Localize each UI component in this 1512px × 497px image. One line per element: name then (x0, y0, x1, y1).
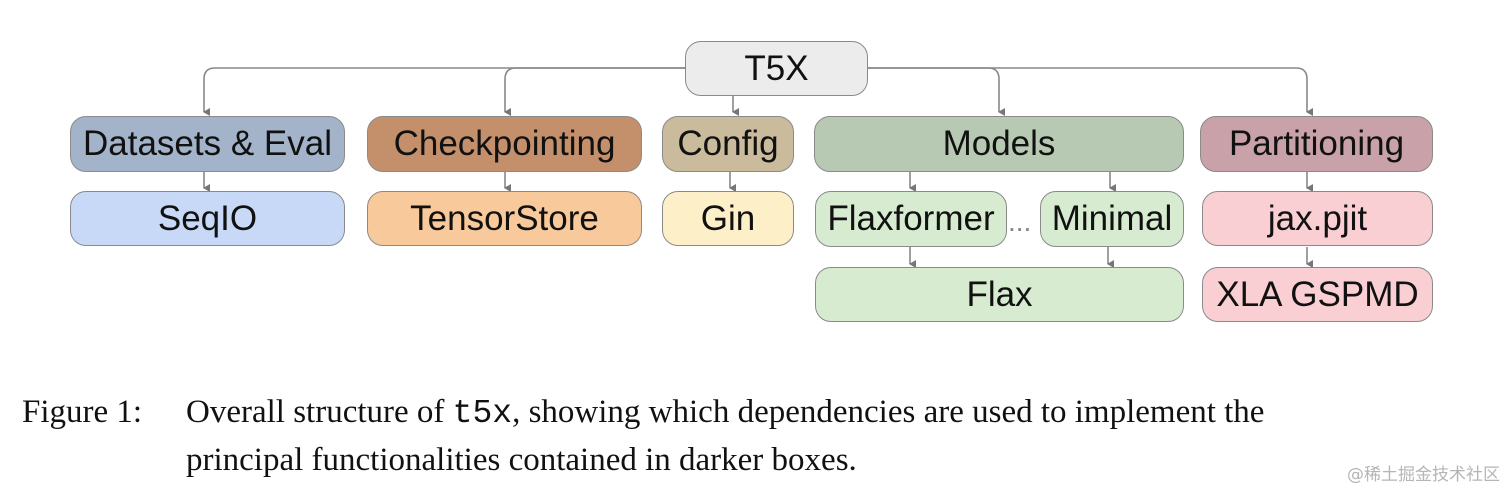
jax-pjit-label: jax.pjit (1267, 198, 1368, 238)
checkpointing-label: Checkpointing (393, 124, 616, 163)
arrow-t5x-to-models (867, 67, 1005, 116)
tensorstore-box: TensorStore (367, 191, 642, 246)
flax-label: Flax (966, 274, 1033, 314)
xla-gspmd-label: XLA GSPMD (1216, 274, 1419, 314)
config-label: Config (677, 124, 779, 163)
watermark: @稀土掘金技术社区 (1347, 465, 1500, 485)
seqio-label: SeqIO (157, 198, 258, 238)
arrow-t5x-to-partitioning (867, 67, 1313, 116)
jax-pjit-box: jax.pjit (1202, 191, 1433, 246)
minimal-label: Minimal (1051, 199, 1173, 238)
seqio-box: SeqIO (70, 191, 345, 246)
arrow-t5x-to-checkpointing (504, 67, 686, 116)
partitioning-label: Partitioning (1228, 124, 1405, 163)
config-box: Config (662, 116, 794, 172)
flax-box: Flax (815, 267, 1184, 322)
tensorstore-label: TensorStore (410, 198, 599, 238)
flaxformer-label: Flaxformer (827, 199, 995, 238)
checkpointing-box: Checkpointing (367, 116, 642, 172)
caption-text-before: Overall structure of (186, 394, 453, 430)
caption-line-2: principal functionalities contained in d… (186, 442, 857, 478)
connector-arrows (203, 67, 1313, 268)
datasets-eval-label: Datasets & Eval (83, 124, 332, 163)
caption-text-after: , showing which dependencies are used to… (512, 394, 1265, 430)
models-label: Models (942, 124, 1056, 163)
caption-line-1: Overall structure of t5x, showing which … (186, 388, 1264, 438)
t5x-box: T5X (685, 41, 868, 96)
t5x-label: T5X (744, 48, 809, 88)
gin-box: Gin (662, 191, 794, 246)
caption-code: t5x (452, 395, 513, 432)
partitioning-box: Partitioning (1200, 116, 1433, 172)
flaxformer-box: Flaxformer (815, 191, 1007, 247)
models-ellipsis: ... (1008, 206, 1032, 237)
figure-label: Figure 1: (22, 394, 143, 430)
minimal-box: Minimal (1040, 191, 1184, 247)
models-box: Models (814, 116, 1184, 172)
gin-label: Gin (700, 198, 756, 238)
arrow-t5x-to-datasets (203, 67, 686, 116)
datasets-eval-box: Datasets & Eval (70, 116, 345, 172)
xla-gspmd-box: XLA GSPMD (1202, 267, 1433, 322)
